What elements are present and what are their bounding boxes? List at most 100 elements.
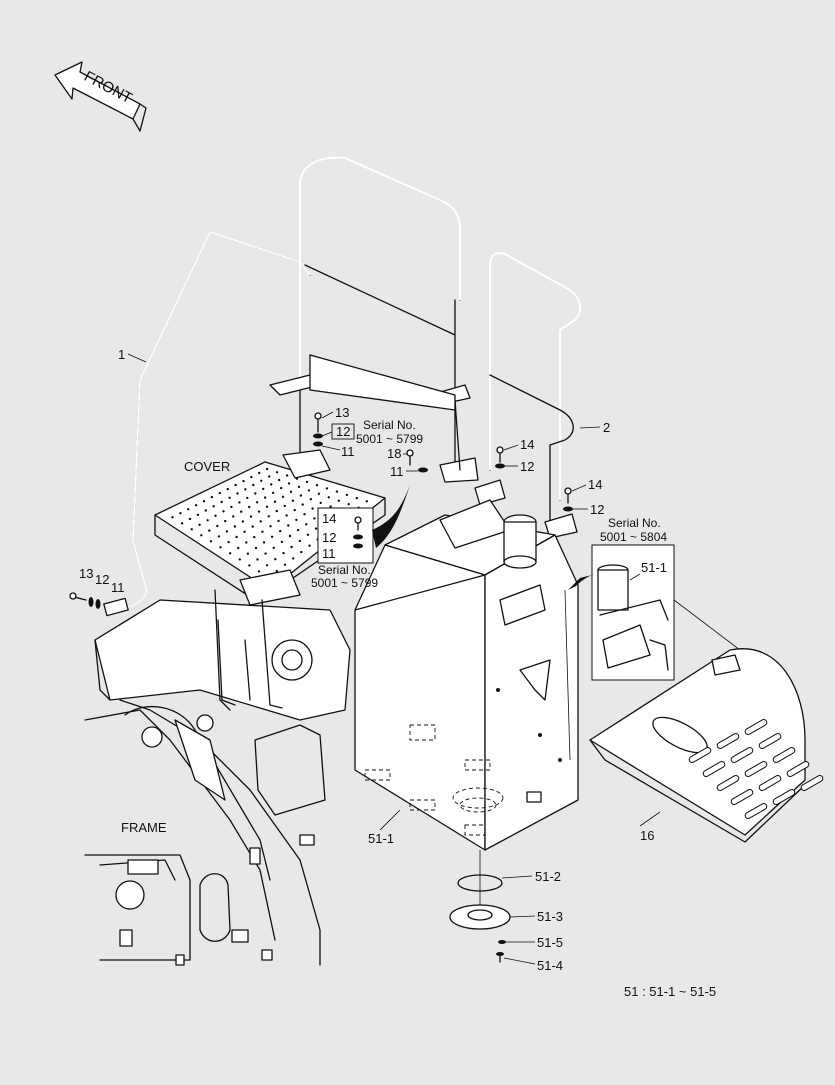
callout-11-detail: 11 — [322, 546, 336, 561]
cover-hole — [300, 550, 303, 554]
cover-hole — [218, 491, 221, 495]
cover-label: COVER — [184, 459, 230, 474]
hydraulic-tank — [354, 499, 579, 851]
callout-51-1-tank: 51-1 — [368, 831, 394, 846]
labels: COVER FRAME Serial No. 5001 ~ 5799 Seria… — [79, 347, 716, 999]
cover-hole — [265, 564, 269, 567]
cover-hole — [290, 545, 293, 549]
cover-hole — [237, 546, 240, 550]
cover-hole — [309, 498, 312, 501]
cover-hole — [194, 504, 198, 507]
serial-title-mid: Serial No. — [318, 563, 371, 577]
cover-hole — [171, 516, 174, 519]
callout-51-3: 51-3 — [537, 909, 563, 924]
cover-hole — [277, 519, 280, 523]
cover-hole — [258, 471, 261, 475]
cover-hole — [259, 520, 262, 523]
cover-hole — [287, 524, 290, 527]
callout-2: 2 — [603, 420, 610, 435]
cover-hole — [293, 508, 296, 512]
callout-13-left: 13 — [79, 566, 93, 581]
serial-range-top: 5001 ~ 5799 — [356, 432, 423, 446]
cover-hole — [190, 528, 193, 531]
cover-hole — [271, 491, 275, 495]
cover-hole — [314, 527, 318, 530]
plate-slot — [772, 747, 796, 763]
cover-hole — [249, 515, 253, 518]
cover-hole — [228, 552, 232, 555]
cover-hole — [202, 500, 206, 503]
cover-hole — [269, 525, 272, 528]
callout-51-5: 51-5 — [537, 935, 563, 950]
cover-hole — [272, 546, 275, 549]
plate-slot — [744, 719, 768, 735]
cover-hole — [251, 525, 254, 528]
cover-hole — [296, 528, 300, 532]
cover-hole — [234, 483, 237, 487]
cover-hole — [262, 487, 265, 491]
cover-hole — [345, 493, 349, 497]
plate-slot — [744, 761, 768, 777]
cover-hole — [230, 505, 233, 509]
cover-hole — [180, 522, 184, 525]
cover-hole — [281, 495, 285, 498]
cover-hole — [282, 551, 285, 555]
cover-hole — [246, 496, 249, 500]
cover-hole — [254, 492, 257, 495]
cover-hole — [227, 540, 230, 544]
cover-hole — [317, 492, 321, 495]
cover-hole — [267, 515, 270, 518]
cover-hole — [210, 495, 214, 499]
callout-14-mid: 14 — [520, 437, 534, 452]
plate-slot — [702, 761, 726, 777]
cover-hole — [200, 534, 203, 537]
cover-hole — [289, 490, 293, 493]
frame-structure — [84, 599, 351, 966]
cover-hole — [214, 514, 217, 517]
cover-hole — [240, 510, 243, 513]
cover-hole — [206, 519, 209, 522]
cover-hole — [233, 525, 237, 528]
leader-lines — [127, 353, 661, 965]
footnote: 51 : 51-1 ~ 51-5 — [624, 984, 716, 999]
cover-hole — [305, 523, 308, 526]
cover-hole — [261, 530, 264, 533]
cover-hole — [262, 541, 266, 544]
serial-title-top: Serial No. — [363, 418, 416, 432]
cover-hole — [275, 509, 278, 513]
plate-slot — [758, 733, 782, 749]
cover-hole — [279, 529, 282, 533]
cover-hole — [305, 480, 309, 484]
cover-hole — [224, 519, 227, 523]
callout-12-mid: 12 — [520, 459, 534, 474]
callout-51-1-detail: 51-1 — [641, 560, 667, 575]
serial-title-right: Serial No. — [608, 516, 661, 530]
cover-hole — [283, 504, 286, 508]
cover-hole — [268, 475, 271, 478]
cover-hole — [257, 510, 261, 513]
cover-hole — [248, 564, 251, 567]
cover-hole — [335, 490, 339, 493]
cover-hole — [292, 557, 295, 560]
cover-hole — [287, 482, 291, 485]
callout-11-top: 11 — [341, 444, 355, 459]
cover-hole — [273, 500, 277, 503]
cover-hole — [260, 479, 263, 482]
cover-hole — [337, 499, 340, 502]
cover-hole — [257, 570, 261, 573]
cover-hole — [250, 475, 253, 479]
cover-hole — [298, 539, 301, 543]
cover-hole — [188, 517, 192, 521]
cover-hole — [265, 467, 269, 471]
frame-label: FRAME — [121, 820, 167, 835]
cover-hole — [347, 503, 350, 506]
callout-51-4: 51-4 — [537, 958, 563, 973]
callout-51-2: 51-2 — [535, 869, 561, 884]
plate-slot — [744, 803, 768, 819]
cover-hole — [220, 500, 223, 504]
serial-range-mid: 5001 ~ 5799 — [311, 576, 378, 590]
callout-12-right: 12 — [590, 502, 604, 517]
cover-hole — [236, 492, 239, 495]
bottom-plate — [589, 648, 824, 843]
